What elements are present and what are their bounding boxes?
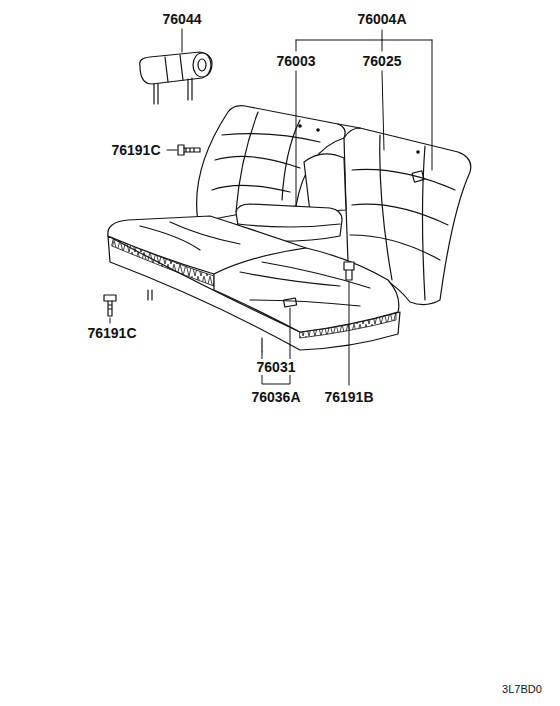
bolt-symbol <box>104 145 354 316</box>
armrest <box>236 154 346 242</box>
drawing-code: 3L7BD0 <box>501 683 543 696</box>
callout-number: 76191C <box>110 142 161 158</box>
callout-number: 76191C <box>86 325 137 341</box>
callout-number: 76191B <box>323 389 374 405</box>
callout-number: 76003 <box>276 53 317 69</box>
callout-number: 76036A <box>250 389 301 405</box>
seat-cushion <box>108 216 400 352</box>
callout-number: 76004A <box>356 11 407 27</box>
callout-number: 76025 <box>362 53 403 69</box>
callout-number: 76044 <box>162 11 203 27</box>
headrest <box>140 52 212 104</box>
callout-number: 76031 <box>256 359 297 375</box>
leader-line <box>110 29 432 385</box>
